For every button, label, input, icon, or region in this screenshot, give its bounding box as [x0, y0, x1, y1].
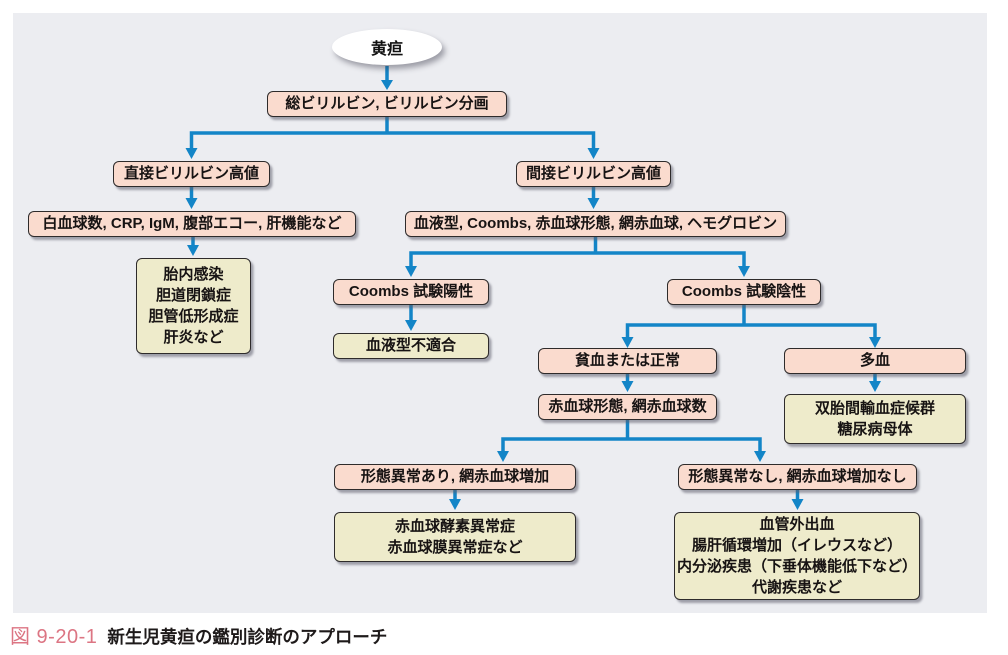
node-direct-bilirubin-high: 直接ビリルビン高値 [113, 161, 270, 187]
figure-number: 図 9-20-1 [10, 626, 98, 648]
node-line: 肝炎など [163, 329, 224, 346]
node-label: 貧血または正常 [574, 351, 680, 369]
node-morphology-abnormal: 形態異常あり, 網赤血球増加 [334, 464, 576, 490]
node-label: 白血球数, CRP, IgM, 腹部エコー, 肝機能など [42, 214, 342, 232]
node-jaundice-start: 黄疸 [332, 29, 442, 65]
node-line: 糖尿病母体 [837, 421, 913, 438]
node-line: 双胎間輸血症候群 [814, 400, 935, 417]
node-indirect-bilirubin-high: 間接ビリルビン高値 [516, 161, 671, 187]
node-label: 形態異常なし, 網赤血球増加なし [688, 467, 907, 485]
flowchart-panel: 黄疸 総ビリルビン, ビリルビン分画 直接ビリルビン高値 間接ビリルビン高値 白… [13, 13, 987, 613]
node-line: 胆管低形成症 [148, 308, 239, 325]
node-label: 血液型不適合 [365, 336, 456, 354]
node-morphology-normal-causes: 血管外出血 腸肝循環増加（イレウスなど） 内分泌疾患（下垂体機能低下など） 代謝… [674, 512, 920, 600]
node-label: 血液型, Coombs, 赤血球形態, 網赤血球, ヘモグロビン [413, 214, 778, 232]
node-label: 多血 [859, 351, 890, 369]
node-label: 形態異常あり, 網赤血球増加 [360, 467, 550, 485]
node-line: 胆道閉鎖症 [155, 287, 231, 304]
node-label: 黄疸 [370, 41, 403, 58]
node-total-bilirubin-test: 総ビリルビン, ビリルビン分画 [267, 91, 507, 117]
node-label: Coombs 試験陽性 [348, 282, 474, 300]
node-label: 総ビリルビン, ビリルビン分画 [285, 94, 489, 112]
node-blood-type-incompatibility: 血液型不適合 [333, 333, 489, 359]
figure-title: 新生児黄疸の鑑別診断のアプローチ [107, 627, 388, 647]
node-polycythemia: 多血 [784, 348, 966, 374]
node-rbc-morphology-check: 赤血球形態, 網赤血球数 [538, 394, 717, 420]
node-morphology-normal: 形態異常なし, 網赤血球増加なし [678, 464, 917, 490]
node-label: 直接ビリルビン高値 [123, 164, 259, 182]
node-anemia-or-normal: 貧血または正常 [538, 348, 717, 374]
node-line: 代謝疾患など [751, 579, 842, 596]
node-line: 内分泌疾患（下垂体機能低下など） [676, 558, 917, 575]
node-direct-workup-tests: 白血球数, CRP, IgM, 腹部エコー, 肝機能など [28, 211, 356, 237]
node-direct-causes: 胎内感染 胆道閉鎖症 胆管低形成症 肝炎など [136, 258, 251, 354]
node-line: 赤血球酵素異常症 [394, 518, 515, 535]
node-line: 血管外出血 [759, 516, 835, 533]
node-coombs-positive: Coombs 試験陽性 [333, 279, 489, 305]
node-line: 胎内感染 [163, 266, 224, 283]
node-coombs-negative: Coombs 試験陰性 [667, 279, 821, 305]
figure-caption: 図 9-20-1 新生児黄疸の鑑別診断のアプローチ [10, 620, 387, 649]
node-label: 間接ビリルビン高値 [525, 164, 661, 182]
node-label: Coombs 試験陰性 [681, 282, 807, 300]
node-line: 赤血球膜異常症など [387, 539, 523, 556]
node-indirect-workup-tests: 血液型, Coombs, 赤血球形態, 網赤血球, ヘモグロビン [405, 211, 786, 237]
node-morphology-abnormal-causes: 赤血球酵素異常症 赤血球膜異常症など [334, 512, 576, 562]
node-label: 赤血球形態, 網赤血球数 [548, 397, 707, 415]
node-line: 腸肝循環増加（イレウスなど） [691, 537, 902, 554]
node-polycythemia-causes: 双胎間輸血症候群 糖尿病母体 [784, 394, 966, 444]
